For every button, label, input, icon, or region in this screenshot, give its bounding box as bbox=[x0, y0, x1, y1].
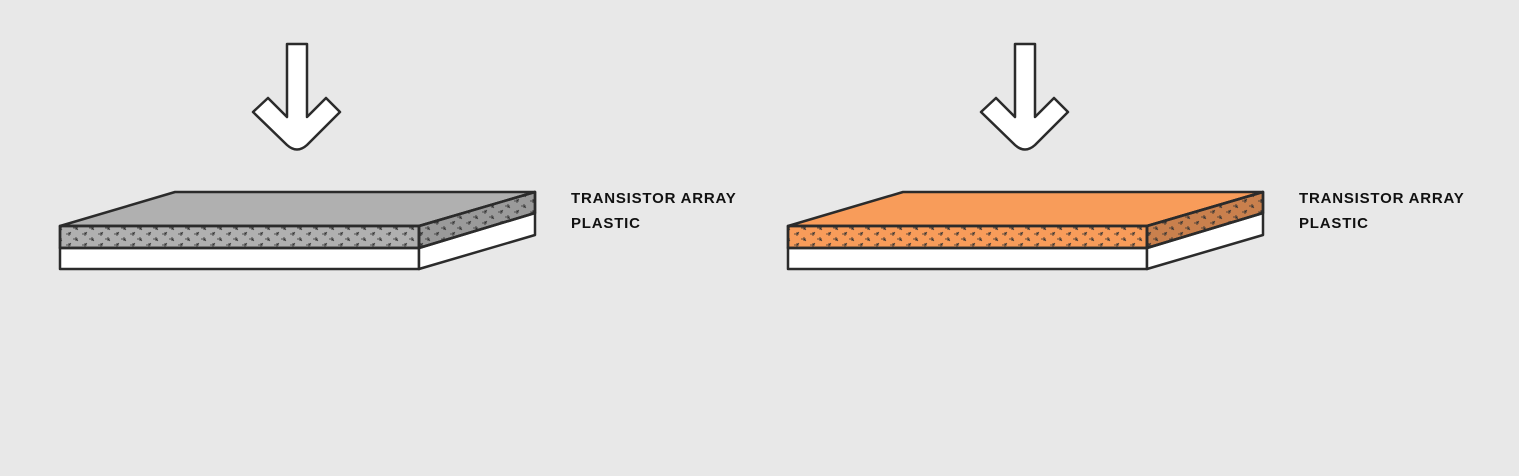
label-transistor-array-2: TRANSISTOR ARRAY bbox=[1299, 190, 1465, 207]
transistor-pattern-front bbox=[60, 226, 419, 248]
plastic-front bbox=[786, 246, 1149, 271]
down-arrow-icon bbox=[251, 42, 342, 151]
transistor-pattern-side bbox=[419, 192, 535, 248]
label-transistor-array-1: TRANSISTOR ARRAY bbox=[571, 190, 737, 207]
front-outline bbox=[58, 224, 421, 250]
panel-1 bbox=[58, 42, 537, 271]
plastic-front bbox=[58, 246, 421, 271]
label-plastic-1: PLASTIC bbox=[571, 215, 641, 232]
transistor-pattern-front bbox=[788, 226, 1147, 248]
transistor-pattern-side bbox=[1147, 192, 1263, 248]
label-plastic-2: PLASTIC bbox=[1299, 215, 1369, 232]
down-arrow-icon bbox=[979, 42, 1070, 151]
front-outline bbox=[786, 224, 1149, 250]
panel-2 bbox=[786, 42, 1265, 271]
